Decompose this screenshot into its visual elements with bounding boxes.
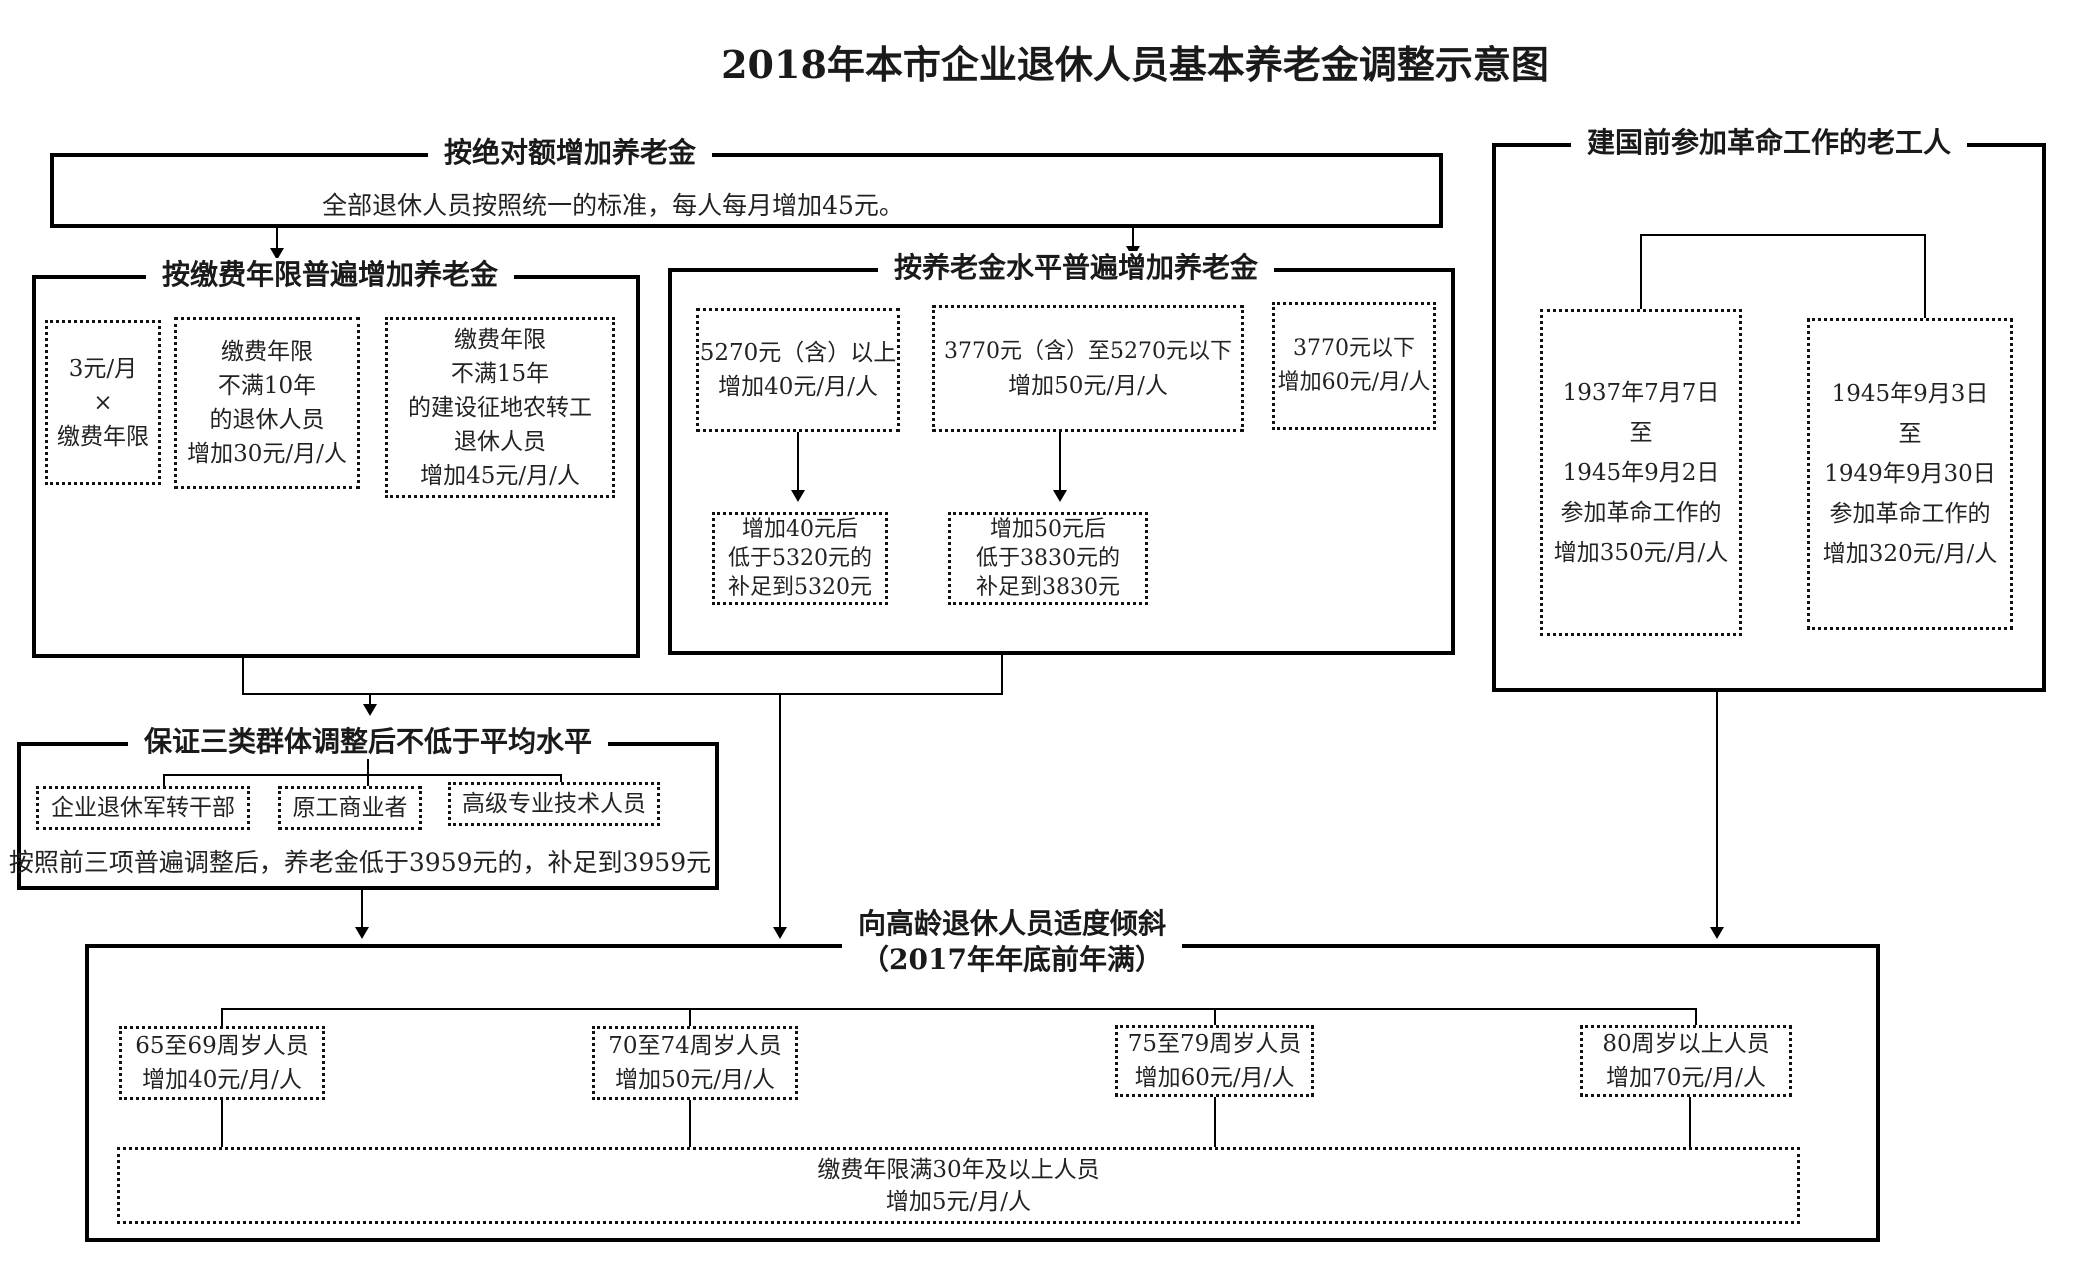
connector-line [689,1100,691,1147]
arrow-down-icon [773,927,787,939]
connector-line [221,1008,1697,1010]
arrow-down-icon [355,927,369,939]
connector-line [242,693,1003,695]
connector-line [1214,1008,1216,1025]
connector-line [361,890,363,928]
level-box-above-5270: 5270元（含）以上 增加40元/月/人 [696,308,900,432]
age-box-65-69: 65至69周岁人员 增加40元/月/人 [119,1026,325,1100]
connector-line [1640,234,1642,309]
contribution-30years-box: 缴费年限满30年及以上人员 增加5元/月/人 [117,1147,1800,1224]
group-box-senior-technicians: 高级专业技术人员 [448,782,660,826]
arrow-down-icon [1710,927,1724,939]
section-elderly-tilt-legend: 向高龄退休人员适度倾斜 （2017年年底前年满） [841,906,1183,978]
connector-line [1695,1008,1697,1025]
level-box-below-3770: 3770元以下 增加60元/月/人 [1272,302,1436,430]
arrow-down-icon [363,704,377,716]
connector-line [163,774,165,788]
connector-line [1924,234,1926,318]
worker-box-1937: 1937年7月7日 至 1945年9月2日 参加革命工作的 增加350元/月/人 [1540,309,1742,636]
connector-line [1132,228,1134,248]
absolute-amount-body: 全部退休人员按照统一的标准，每人每月增加45元。 [322,191,904,220]
group-box-military-cadres: 企业退休军转干部 [36,786,250,830]
age-box-70-74: 70至74周岁人员 增加50元/月/人 [592,1026,798,1100]
connector-line [1641,234,1926,236]
connector-line [276,228,278,250]
connector-line [367,774,369,788]
section-by-payment-years-legend: 按缴费年限普遍增加养老金 [145,258,515,292]
supplement-box-5320: 增加40元后 低于5320元的 补足到5320元 [712,512,888,605]
connector-line [1214,1097,1216,1147]
arrow-down-icon [270,248,284,260]
level-box-3770-5270: 3770元（含）至5270元以下 增加50元/月/人 [932,305,1244,432]
age-box-80-plus: 80周岁以上人员 增加70元/月/人 [1580,1025,1792,1097]
section-absolute-amount [50,153,1443,228]
connector-line [1059,432,1061,490]
connector-line [164,774,562,776]
supplement-box-3830: 增加50元后 低于3830元的 补足到3830元 [948,512,1148,605]
elderly-tilt-legend-line2: （2017年年底前年满） [861,943,1163,976]
connector-line [1001,655,1003,695]
elderly-tilt-legend-line1: 向高龄退休人员适度倾斜 [857,907,1167,940]
page-title: 2018年本市企业退休人员基本养老金调整示意图 [721,42,1549,87]
section-by-pension-level-legend: 按养老金水平普遍增加养老金 [877,251,1275,285]
connector-line [560,774,562,784]
three-groups-caption: 按照前三项普遍调整后，养老金低于3959元的，补足到3959元 [8,848,712,877]
arrow-down-icon [1053,490,1067,502]
connector-line [1716,692,1718,929]
years-box-under10: 缴费年限 不满10年 的退休人员 增加30元/月/人 [174,317,360,489]
connector-line [369,693,371,705]
years-box-under15: 缴费年限 不满15年 的建设征地农转工 退休人员 增加45元/月/人 [385,317,615,498]
section-absolute-amount-legend: 按绝对额增加养老金 [427,136,713,170]
age-box-75-79: 75至79周岁人员 增加60元/月/人 [1115,1025,1314,1097]
section-three-groups-legend: 保证三类群体调整后不低于平均水平 [127,725,609,759]
connector-line [797,432,799,490]
connector-line [689,1008,691,1026]
connector-line [242,658,244,695]
group-box-former-merchants: 原工商业者 [278,786,422,830]
connector-line [779,693,781,929]
connector-line [1689,1097,1691,1147]
worker-box-1945: 1945年9月3日 至 1949年9月30日 参加革命工作的 增加320元/月/… [1807,318,2013,630]
section-pre-founding-legend: 建国前参加革命工作的老工人 [1570,126,1968,160]
connector-line [367,758,369,776]
connector-line [221,1100,223,1147]
arrow-down-icon [791,490,805,502]
connector-line [221,1008,223,1026]
years-box-formula: 3元/月 × 缴费年限 [45,320,161,485]
